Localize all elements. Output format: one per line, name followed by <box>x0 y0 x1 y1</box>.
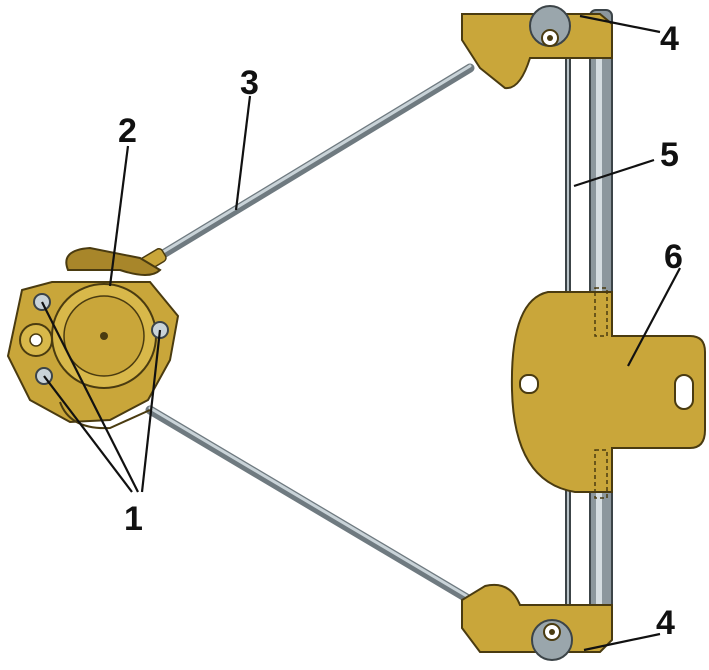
callout-carrier: 6 <box>664 238 683 276</box>
callout-pulley-top: 4 <box>660 20 679 58</box>
callout-cable: 5 <box>660 136 679 174</box>
callout-bolts: 1 <box>124 500 143 538</box>
callout-drive: 2 <box>118 112 137 150</box>
callout-rod: 3 <box>240 64 259 102</box>
leader-lines <box>41 14 681 652</box>
glass-carrier-plate <box>510 287 706 499</box>
bottom-pulley-bracket <box>461 583 613 661</box>
upper-rod <box>135 63 475 274</box>
lower-rod <box>145 405 475 605</box>
top-pulley-bracket <box>461 5 613 90</box>
callout-pulley-bottom: 4 <box>656 604 675 642</box>
